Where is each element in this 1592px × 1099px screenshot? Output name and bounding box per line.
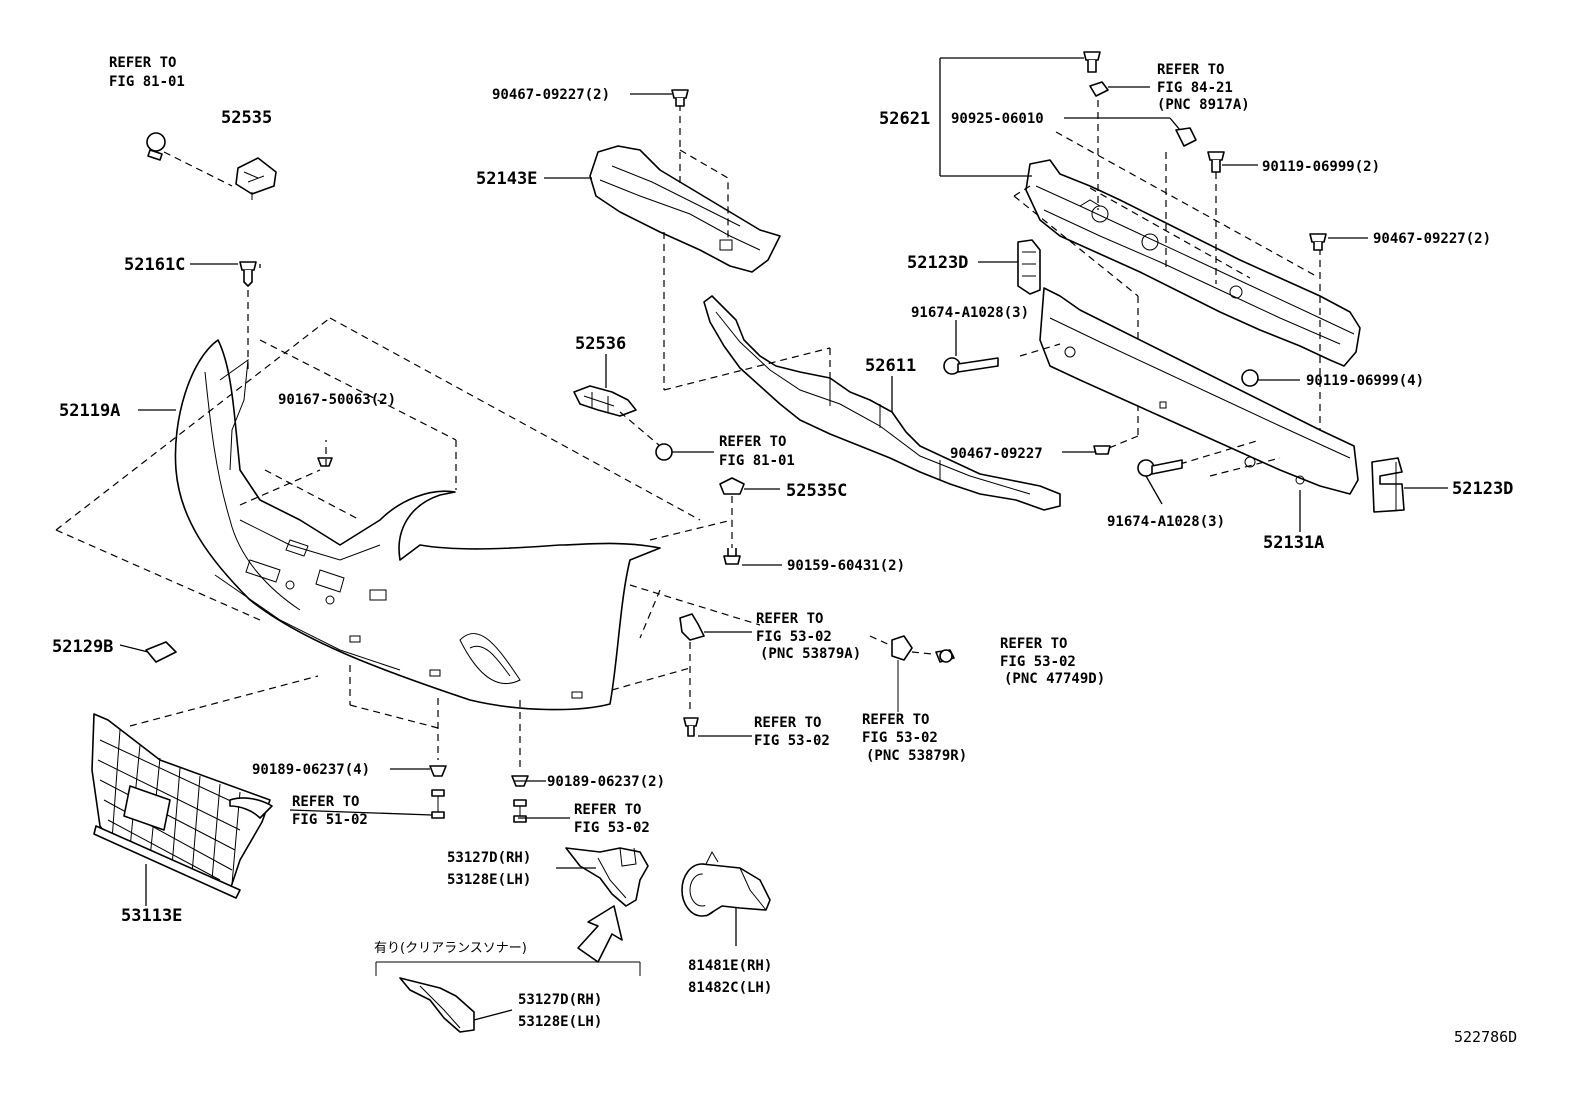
label-52143E: 52143E [476, 169, 537, 189]
label-53127D-a: 53127D(RH) [447, 850, 531, 866]
cap-52129B-drawing [145, 641, 177, 663]
refer-81-01-b-line2: FIG 81-01 [719, 453, 795, 469]
refer-53-02-e-line2: FIG 53-02 [862, 730, 938, 746]
label-52161C: 52161C [124, 255, 185, 275]
label-90467-09227-mid: 90467-09227 [950, 446, 1043, 462]
refer-84-21-line2: FIG 84-21 [1157, 80, 1233, 96]
refer-53-02-b-line1: REFER TO [1000, 636, 1067, 652]
clip-52535-drawing [146, 132, 277, 200]
refer-53-02-e-line1: REFER TO [862, 712, 929, 728]
label-52535: 52535 [221, 108, 272, 128]
bumper-guide-lines [55, 317, 761, 770]
label-90467-09227-right: 90467-09227(2) [1373, 231, 1491, 247]
refer-53-02-c-line2: FIG 53-02 [754, 733, 830, 749]
refer-53-02-c-line1: REFER TO [754, 715, 821, 731]
label-52611: 52611 [865, 356, 916, 376]
clip-52535C-drawing [719, 477, 745, 565]
refer-53-02-a-line3: (PNC 53879A) [760, 646, 861, 662]
refer-51-02-line1: REFER TO [292, 794, 359, 810]
clip-52161C-drawing [239, 261, 257, 372]
refer-51-02-line2: FIG 51-02 [292, 812, 368, 828]
bolts-52621-drawing [1083, 51, 1327, 387]
label-52536: 52536 [575, 334, 626, 354]
absorber-52611-drawing [663, 295, 1061, 511]
diagram-id: 522786D [1454, 1028, 1517, 1046]
refer-81-01-b-line1: REFER TO [719, 434, 786, 450]
label-52621: 52621 [879, 109, 930, 129]
up-arrow-drawing [577, 905, 623, 963]
fasteners-53-02-drawing [679, 613, 955, 737]
refer-84-21-line3: (PNC 8917A) [1157, 97, 1250, 113]
lower-clips-drawing [429, 765, 529, 823]
label-53127D-b: 53127D(RH) [518, 992, 602, 1008]
label-52123D-right: 52123D [1452, 479, 1513, 499]
bracket-52123D-right-drawing [1371, 457, 1405, 513]
refer-81-01-a-line2: FIG 81-01 [109, 74, 185, 90]
label-81481E: 81481E(RH) [688, 958, 772, 974]
label-52131A: 52131A [1263, 533, 1324, 553]
label-90119-06999-2: 90119-06999(2) [1262, 159, 1380, 175]
label-90119-06999-4: 90119-06999(4) [1306, 373, 1424, 389]
refer-53-02-d-line2: FIG 53-02 [574, 820, 650, 836]
label-90925-06010: 90925-06010 [951, 111, 1044, 127]
label-90189-06237-2: 90189-06237(2) [547, 774, 665, 790]
refer-53-02-b-line2: FIG 53-02 [1000, 654, 1076, 670]
label-90159-60431: 90159-60431(2) [787, 558, 905, 574]
label-52129B: 52129B [52, 637, 113, 657]
insert-53127D-drawing [565, 847, 649, 907]
bolts-91674-drawing [943, 357, 1183, 477]
refer-53-02-b-line3: (PNC 47749D) [1004, 671, 1105, 687]
bracket-52123D-left-drawing [1017, 239, 1041, 295]
label-91674-A1028-b: 91674-A1028(3) [1107, 514, 1225, 530]
bolt-90467-top-drawing [671, 89, 689, 107]
grille-53113E-drawing [91, 713, 273, 899]
refer-84-21-line1: REFER TO [1157, 62, 1224, 78]
beam-52131A-drawing [1019, 287, 1359, 495]
refer-53-02-a-line2: FIG 53-02 [756, 629, 832, 645]
label-52535C: 52535C [786, 481, 847, 501]
label-53128E-a: 53128E(LH) [447, 872, 531, 888]
sonar-section-drawing [375, 961, 641, 1033]
label-90467-09227-top: 90467-09227(2) [492, 87, 610, 103]
bezel-81481E-drawing [681, 850, 771, 917]
leader-lines [119, 57, 1448, 1021]
label-90167-50063: 90167-50063(2) [278, 392, 396, 408]
clip-90167-drawing [317, 440, 333, 467]
refer-53-02-a-line1: REFER TO [756, 611, 823, 627]
label-53113E: 53113E [121, 906, 182, 926]
label-53128E-b: 53128E(LH) [518, 1014, 602, 1030]
sonar-note: 有り(クリアランスソナー) [374, 941, 527, 956]
clip-52536-drawing [573, 385, 673, 461]
label-52119A: 52119A [59, 401, 120, 421]
refer-53-02-d-line1: REFER TO [574, 802, 641, 818]
label-52123D-left: 52123D [907, 253, 968, 273]
label-90189-06237-4: 90189-06237(4) [252, 762, 370, 778]
label-91674-A1028-a: 91674-A1028(3) [911, 305, 1029, 321]
label-81482C: 81482C(LH) [688, 980, 772, 996]
refer-53-02-e-line3: (PNC 53879R) [866, 748, 967, 764]
bracket-52143E-drawing [589, 104, 781, 390]
bumper-cover-52119A-drawing [174, 339, 661, 711]
reinforcement-52621-drawing [1013, 100, 1361, 451]
refer-81-01-a-line1: REFER TO [109, 55, 176, 71]
